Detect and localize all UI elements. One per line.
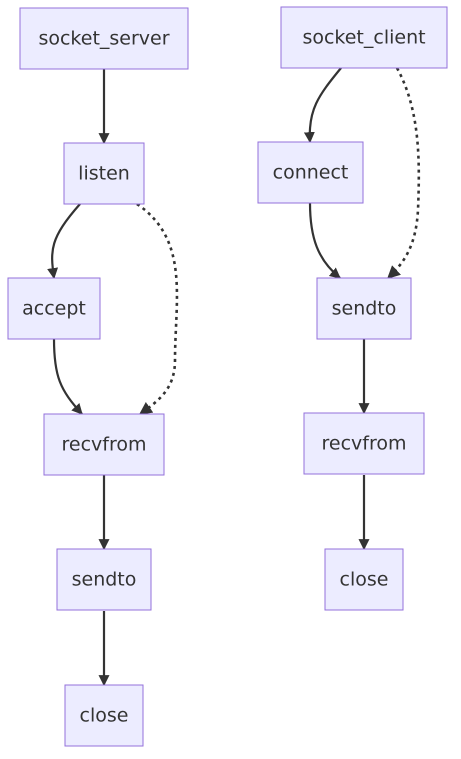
node-socket-client-label: socket_client — [302, 27, 425, 49]
node-accept-label: accept — [22, 298, 86, 320]
node-socket-server: socket_server — [19, 7, 189, 70]
node-connect-label: connect — [273, 162, 349, 184]
node-client-sendto: sendto — [316, 277, 412, 340]
node-server-sendto: sendto — [56, 548, 152, 611]
node-server-sendto-label: sendto — [72, 569, 137, 591]
edge-accept-to-recvfrom — [52, 338, 83, 415]
node-accept: accept — [7, 277, 101, 340]
node-socket-client: socket_client — [280, 6, 448, 69]
edge-listen-to-accept — [47, 203, 81, 280]
node-server-recvfrom-label: recvfrom — [62, 434, 147, 456]
node-server-close-label: close — [80, 705, 129, 727]
node-listen: listen — [63, 142, 145, 205]
node-server-close: close — [64, 684, 144, 747]
node-listen-label: listen — [78, 163, 130, 185]
node-connect: connect — [257, 141, 364, 204]
node-client-close-label: close — [340, 569, 389, 591]
node-socket-server-label: socket_server — [38, 28, 169, 50]
node-client-recvfrom-label: recvfrom — [322, 433, 407, 455]
edge-socket-client-to-sendto-dotted — [387, 67, 421, 279]
edge-listen-to-recvfrom-dotted — [136, 202, 179, 416]
edge-socket-client-to-connect — [303, 67, 342, 144]
node-client-recvfrom: recvfrom — [303, 412, 425, 475]
edge-connect-to-sendto — [308, 202, 341, 279]
node-server-recvfrom: recvfrom — [43, 413, 165, 476]
node-client-sendto-label: sendto — [332, 298, 397, 320]
node-client-close: close — [324, 548, 404, 611]
